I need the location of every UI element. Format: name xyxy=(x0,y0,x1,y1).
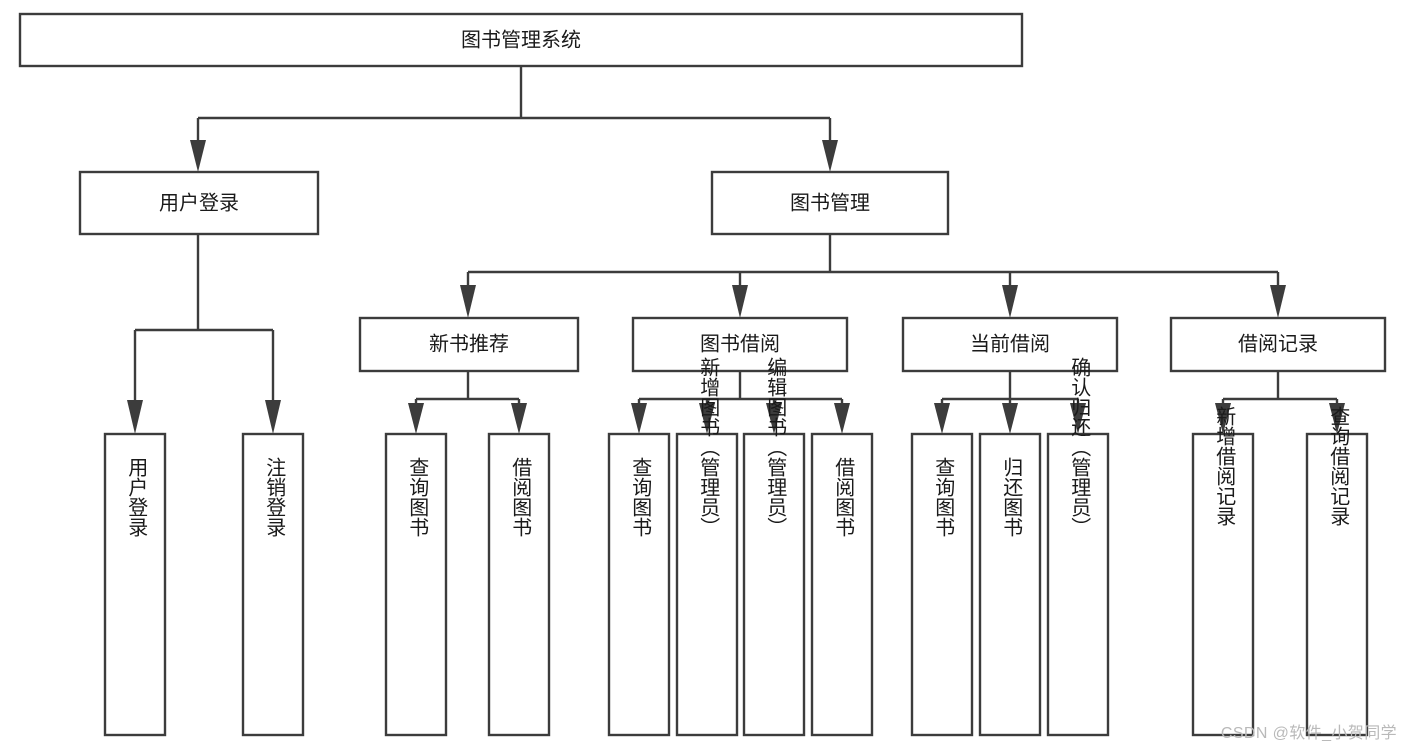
node-leaf-user-login-box[interactable] xyxy=(103,432,167,737)
node-book-borrow-box[interactable] xyxy=(631,316,849,373)
node-leaf-user-logout[interactable]: 注销登录 xyxy=(241,432,305,737)
node-leaf-borrow-book-2[interactable]: 借阅图书 xyxy=(810,432,874,737)
node-user-login-box[interactable] xyxy=(78,170,320,236)
arrow-head-leaf-borrow-book-2 xyxy=(834,403,850,434)
node-leaf-borrow-book-2-box[interactable] xyxy=(810,432,874,737)
arrow-head-leaf-borrow-book-1 xyxy=(511,403,527,434)
node-leaf-borrow-book-1[interactable]: 借阅图书 xyxy=(487,432,551,737)
node-root[interactable]: 图书管理系统 xyxy=(18,12,1024,68)
node-leaf-borrow-book-1-label: 借阅图书 xyxy=(509,457,532,537)
node-leaf-user-logout-label: 注销登录 xyxy=(263,457,286,537)
arrow-head-leaf-query-book-2 xyxy=(631,403,647,434)
node-leaf-query-book-1[interactable]: 查询图书 xyxy=(384,432,448,737)
node-leaf-user-login[interactable]: 用户登录 xyxy=(103,432,167,737)
node-leaf-query-book-3-label: 查询图书 xyxy=(932,457,955,537)
arrow-head-leaf-add-book xyxy=(699,403,715,434)
node-leaf-borrow-book-2-label: 借阅图书 xyxy=(832,457,855,537)
node-book-manage-label: 图书管理 xyxy=(790,191,870,214)
node-leaf-return-book[interactable]: 归还图书 xyxy=(978,432,1042,737)
node-user-login-label: 用户登录 xyxy=(159,191,239,214)
node-borrow-record-label: 借阅记录 xyxy=(1238,332,1318,355)
arrow-head-leaf-query-book-3 xyxy=(934,403,950,434)
node-new-book-recommend-box[interactable] xyxy=(358,316,580,373)
node-new-book-recommend[interactable]: 新书推荐 xyxy=(358,316,580,373)
arrow-head-book-manage xyxy=(822,140,838,172)
node-leaf-user-login-label: 用户登录 xyxy=(125,457,148,537)
node-leaf-return-book-box[interactable] xyxy=(978,432,1042,737)
node-leaf-query-book-2[interactable]: 查询图书 xyxy=(607,432,671,737)
arrow-head-current-borrow xyxy=(1002,285,1018,318)
node-borrow-record[interactable]: 借阅记录 xyxy=(1169,316,1387,373)
arrow-head-leaf-user-logout xyxy=(265,400,281,434)
arrow-head-leaf-edit-book xyxy=(766,403,782,434)
node-leaf-add-book[interactable]: 新增图书（管理员） xyxy=(675,357,739,737)
arrow-head-leaf-add-record xyxy=(1215,403,1231,434)
arrow-head-book-borrow xyxy=(732,285,748,318)
node-leaf-add-record-label: 新增借阅记录 xyxy=(1213,406,1236,526)
node-leaf-query-record[interactable]: 查询借阅记录 xyxy=(1305,406,1369,737)
node-borrow-record-box[interactable] xyxy=(1169,316,1387,373)
arrow-head-leaf-query-record xyxy=(1329,403,1345,434)
arrow-head-leaf-user-login xyxy=(127,400,143,434)
node-leaf-confirm-return[interactable]: 确认归还（管理员） xyxy=(1046,357,1110,737)
arrow-head-borrow-record xyxy=(1270,285,1286,318)
node-book-manage-box[interactable] xyxy=(710,170,950,236)
csdn-watermark: CSDN @软件_小贺同学 xyxy=(1220,725,1397,742)
node-user-login[interactable]: 用户登录 xyxy=(78,170,320,236)
node-leaf-confirm-return-label: 确认归还（管理员） xyxy=(1068,357,1091,537)
node-book-borrow-label: 图书借阅 xyxy=(700,332,780,355)
node-leaf-query-book-2-label: 查询图书 xyxy=(629,457,652,537)
node-leaf-add-book-box[interactable] xyxy=(675,432,739,737)
node-new-book-recommend-label: 新书推荐 xyxy=(429,332,509,355)
arrow-head-leaf-query-book-1 xyxy=(408,403,424,434)
node-leaf-query-book-1-label: 查询图书 xyxy=(406,457,429,537)
node-root-label: 图书管理系统 xyxy=(461,28,581,51)
connector-layer xyxy=(127,66,1345,434)
node-leaf-user-logout-box[interactable] xyxy=(241,432,305,737)
node-leaf-query-book-1-box[interactable] xyxy=(384,432,448,737)
node-leaf-query-book-3[interactable]: 查询图书 xyxy=(910,432,974,737)
arrow-head-user-login xyxy=(190,140,206,172)
node-leaf-query-record-label: 查询借阅记录 xyxy=(1327,406,1350,526)
node-current-borrow-label: 当前借阅 xyxy=(970,332,1050,355)
node-root-box[interactable] xyxy=(18,12,1024,68)
node-current-borrow[interactable]: 当前借阅 xyxy=(901,316,1119,373)
node-leaf-borrow-book-1-box[interactable] xyxy=(487,432,551,737)
node-leaf-edit-book-box[interactable] xyxy=(742,432,806,737)
node-leaf-add-record-box[interactable] xyxy=(1191,432,1255,737)
arrow-head-leaf-return-book xyxy=(1002,403,1018,434)
node-leaf-add-book-label: 新增图书（管理员） xyxy=(697,357,720,537)
arrow-head-leaf-confirm-return xyxy=(1070,403,1086,434)
node-leaf-edit-book[interactable]: 编辑图书（管理员） xyxy=(742,357,806,737)
node-leaf-add-record[interactable]: 新增借阅记录 xyxy=(1191,406,1255,737)
node-leaf-confirm-return-box[interactable] xyxy=(1046,432,1110,737)
node-leaf-return-book-label: 归还图书 xyxy=(1000,457,1023,537)
arrow-head-new-book-recommend xyxy=(460,285,476,318)
node-leaf-query-book-3-box[interactable] xyxy=(910,432,974,737)
node-leaf-query-book-2-box[interactable] xyxy=(607,432,671,737)
node-book-borrow[interactable]: 图书借阅 xyxy=(631,316,849,373)
node-current-borrow-box[interactable] xyxy=(901,316,1119,373)
node-leaf-query-record-box[interactable] xyxy=(1305,432,1369,737)
node-book-manage[interactable]: 图书管理 xyxy=(710,170,950,236)
node-leaf-edit-book-label: 编辑图书（管理员） xyxy=(764,357,787,537)
